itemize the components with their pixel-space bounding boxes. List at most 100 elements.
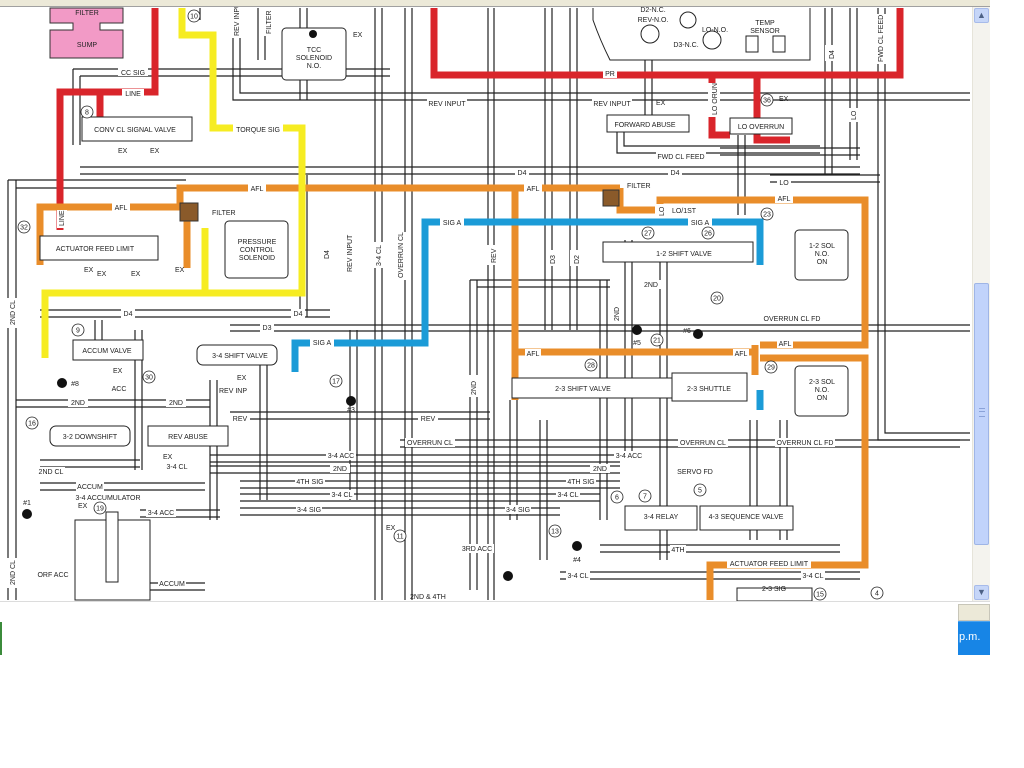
svg-text:AFL: AFL	[778, 196, 791, 203]
svg-text:EX: EX	[353, 32, 363, 39]
svg-text:3-4 ACC: 3-4 ACC	[328, 453, 354, 460]
svg-text:EX: EX	[113, 368, 123, 375]
chevron-down-icon: ▼	[977, 587, 986, 597]
svg-text:2ND: 2ND	[644, 282, 658, 289]
grip-icon	[979, 408, 985, 417]
taskbar-clock[interactable]: p.m.	[958, 621, 990, 655]
reference-circle-17	[329, 374, 343, 388]
reference-number-7: 7	[643, 494, 647, 501]
shuttle-2-3: 2-3 SHUTTLE	[671, 372, 748, 402]
svg-text:REV INPUT: REV INPUT	[593, 101, 631, 108]
svg-text:AFL: AFL	[527, 186, 540, 193]
svg-text:3-4 RELAY: 3-4 RELAY	[644, 514, 679, 521]
reference-circle-19	[93, 501, 107, 515]
reference-number-8: 8	[85, 110, 89, 117]
svg-text:FILTER: FILTER	[627, 183, 651, 190]
svg-text:CONV CL SIGNAL VALVE: CONV CL SIGNAL VALVE	[94, 127, 176, 134]
svg-text:REV INPUT: REV INPUT	[234, 7, 241, 36]
reference-circle-11	[393, 529, 407, 543]
reference-number-29: 29	[767, 365, 775, 372]
rev-abuse-valve: REV ABUSE	[147, 425, 229, 447]
svg-text:4TH SIG: 4TH SIG	[567, 479, 594, 486]
tcc-solenoid: TCC SOLENOID N.O.	[281, 27, 347, 81]
svg-text:N.O.: N.O.	[815, 251, 829, 258]
reference-circle-21	[650, 333, 664, 347]
svg-text:D4: D4	[124, 311, 133, 318]
svg-text:ON: ON	[817, 395, 828, 402]
svg-text:REV ABUSE: REV ABUSE	[168, 434, 208, 441]
svg-text:TORQUE SIG: TORQUE SIG	[236, 127, 280, 134]
svg-text:#4: #4	[573, 557, 581, 564]
svg-text:#6: #6	[683, 328, 691, 335]
svg-text:LO: LO	[779, 180, 789, 187]
svg-text:4-3 SEQUENCE VALVE: 4-3 SEQUENCE VALVE	[709, 514, 784, 521]
svg-text:EX: EX	[118, 148, 128, 155]
accum-valve: ACCUM VALVE	[72, 339, 144, 361]
scrollbar-corner	[958, 604, 990, 621]
reference-circle-16	[25, 416, 39, 430]
hydraulic-diagram-canvas: FILTER SUMP TCC SOLENOID N.O. CONV CL SI…	[0, 7, 972, 601]
reference-circle-30	[142, 370, 156, 384]
svg-text:REV: REV	[491, 248, 498, 263]
svg-text:OVERRUN CL FD: OVERRUN CL FD	[777, 440, 834, 447]
reference-circle-36	[760, 93, 774, 107]
svg-text:SIG A: SIG A	[691, 220, 710, 227]
svg-text:SIG A: SIG A	[313, 340, 332, 347]
svg-text:EX: EX	[131, 271, 141, 278]
reference-number-16: 16	[28, 421, 36, 428]
svg-text:FORWARD ABUSE: FORWARD ABUSE	[614, 122, 675, 129]
svg-text:2ND: 2ND	[471, 381, 478, 395]
bottom-panel	[0, 601, 990, 656]
filter-sump: FILTER SUMP	[49, 7, 124, 59]
reference-circle-15	[813, 587, 827, 601]
svg-text:3-4 SHIFT VALVE: 3-4 SHIFT VALVE	[212, 353, 268, 360]
svg-text:SOLENOID: SOLENOID	[296, 55, 332, 62]
svg-text:3-2 DOWNSHIFT: 3-2 DOWNSHIFT	[63, 434, 118, 441]
svg-text:D4: D4	[671, 170, 680, 177]
svg-text:3-4 CL: 3-4 CL	[331, 492, 352, 499]
svg-text:AFL: AFL	[251, 186, 264, 193]
svg-text:3-4 CL: 3-4 CL	[567, 573, 588, 580]
reference-number-23: 23	[763, 212, 771, 219]
svg-text:N.O.: N.O.	[815, 387, 829, 394]
vertical-scrollbar[interactable]: ▲ ▼	[972, 7, 990, 601]
scrollbar-thumb[interactable]	[974, 283, 989, 545]
svg-text:ACCUM: ACCUM	[77, 484, 103, 491]
svg-text:CONTROL: CONTROL	[240, 247, 274, 254]
solenoid-2-3: 2-3 SOL N.O. ON	[794, 365, 849, 417]
svg-text:2-3 SHUTTLE: 2-3 SHUTTLE	[687, 386, 731, 393]
passage-labels: CC SIG LINE TORQUE SIG AFL AFL AFL AFL A…	[36, 67, 835, 601]
scroll-up-button[interactable]: ▲	[974, 8, 989, 23]
svg-text:3-4 CL: 3-4 CL	[802, 573, 823, 580]
svg-text:AFL: AFL	[115, 205, 128, 212]
sig-a-circuit	[291, 218, 764, 410]
checkball-5	[632, 325, 642, 335]
svg-text:2-3 SHIFT VALVE: 2-3 SHIFT VALVE	[555, 386, 611, 393]
svg-text:2ND CL: 2ND CL	[39, 469, 64, 476]
sequence-valve-4-3: 4-3 SEQUENCE VALVE	[699, 505, 794, 531]
svg-text:2ND & 4TH: 2ND & 4TH	[410, 594, 446, 601]
reference-number-19: 19	[96, 506, 104, 513]
svg-text:ACCUM VALVE: ACCUM VALVE	[82, 348, 131, 355]
svg-text:4TH SIG: 4TH SIG	[296, 479, 323, 486]
reference-circle-6	[610, 490, 624, 504]
svg-text:LO/1ST: LO/1ST	[672, 208, 697, 215]
svg-text:N.O.: N.O.	[307, 63, 321, 70]
svg-text:3-4 CL: 3-4 CL	[166, 464, 187, 471]
svg-text:2ND: 2ND	[593, 466, 607, 473]
svg-text:OVERRUN CL: OVERRUN CL	[680, 440, 726, 447]
reference-circle-32	[17, 220, 31, 234]
svg-text:D3: D3	[263, 325, 272, 332]
window-top-edge	[0, 0, 990, 7]
reference-number-36: 36	[763, 98, 771, 105]
svg-text:AFL: AFL	[735, 351, 748, 358]
scroll-down-button[interactable]: ▼	[974, 585, 989, 600]
reference-number-21: 21	[653, 338, 661, 345]
reference-circle-10	[187, 9, 201, 23]
chevron-up-icon: ▲	[977, 10, 986, 20]
exhaust-labels: EX EX EX EX EX EX EX EX EX EX EX EX EX E…	[78, 32, 789, 532]
reference-number-26: 26	[704, 231, 712, 238]
svg-text:3RD ACC: 3RD ACC	[462, 546, 492, 553]
svg-text:3-4 CL: 3-4 CL	[557, 492, 578, 499]
svg-text:REV INPUT: REV INPUT	[428, 101, 466, 108]
